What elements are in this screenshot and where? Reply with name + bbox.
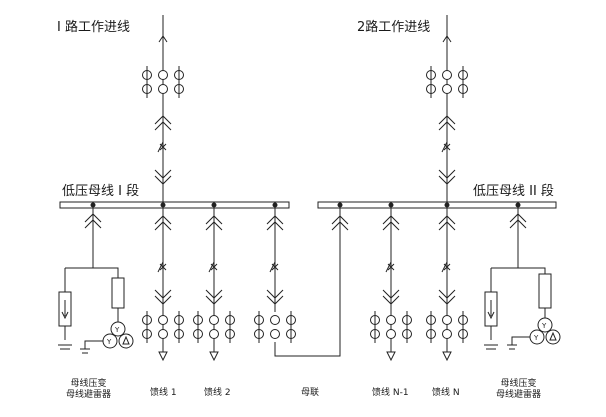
feeder-2 <box>194 203 235 360</box>
feeder-n-1-label: 馈线 N-1 <box>372 388 409 398</box>
pt-arrester-left: Y Y <box>58 203 133 353</box>
svg-text:Y: Y <box>114 326 120 334</box>
pt-arrester-right: Y Y <box>484 203 560 349</box>
svg-text:Y: Y <box>541 322 547 330</box>
feeder-2-label: 馈线 2 <box>204 388 231 398</box>
svg-text:Y: Y <box>533 334 539 342</box>
potential-transformer-left: Y Y <box>80 322 133 353</box>
svg-text:Y: Y <box>106 338 112 346</box>
pt-arrester-left-label: 母线压变 母线避雷器 <box>66 379 111 401</box>
breaker-2 <box>442 142 447 152</box>
feeder-n-label: 馈线 N <box>432 388 460 398</box>
feeder-1 <box>143 208 184 360</box>
pt-arrester-right-line1: 母线压变 <box>500 379 537 389</box>
potential-transformer-right: Y Y <box>507 318 560 349</box>
incoming-line-2 <box>427 15 468 207</box>
current-transformer-1 <box>143 66 184 98</box>
current-transformer-2 <box>427 66 468 98</box>
incoming-line-1-label: I 路工作进线 <box>57 20 130 35</box>
pt-arrester-right-label: 母线压变 母线避雷器 <box>496 379 541 401</box>
feeder-1-label: 馈线 1 <box>150 388 177 398</box>
busbar-section-2 <box>318 202 556 208</box>
fuse-left <box>112 278 124 308</box>
feeder-n-1 <box>371 203 412 360</box>
busbar-section-1-label: 低压母线 I 段 <box>62 184 140 199</box>
busbar-section-2-label: 低压母线 II 段 <box>473 184 554 199</box>
pt-arrester-right-line2: 母线避雷器 <box>496 390 542 400</box>
fuse-right <box>539 274 551 308</box>
busbar-section-1 <box>60 202 289 208</box>
pt-arrester-left-line1: 母线压变 <box>70 379 107 389</box>
breaker-1 <box>158 142 163 152</box>
incoming-line-1 <box>143 15 184 207</box>
incoming-line-2-label: 2路工作进线 <box>357 20 431 35</box>
feeder-n <box>427 208 468 360</box>
pt-arrester-left-line2: 母线避雷器 <box>66 390 112 400</box>
bus-tie-label: 母联 <box>301 388 320 398</box>
bus-tie <box>255 203 349 356</box>
